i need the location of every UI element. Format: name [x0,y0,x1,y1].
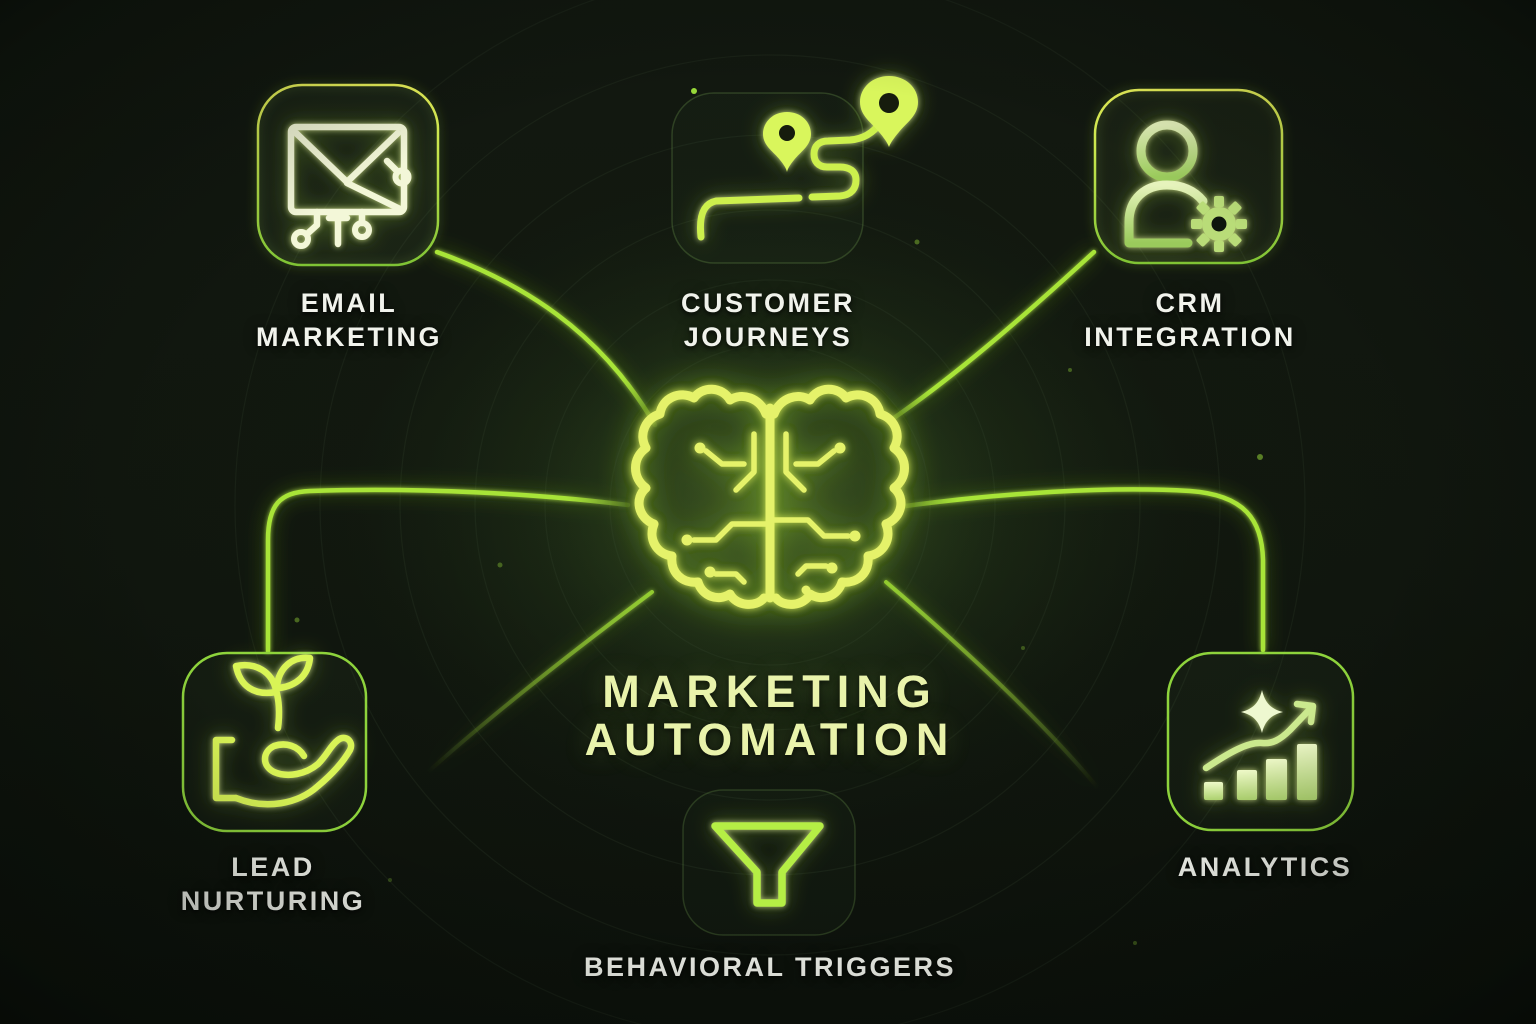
title-line-1: MARKETING [602,666,938,717]
label-line: INTEGRATION [1084,322,1296,352]
label-email-marketing: EMAIL MARKETING [256,286,442,354]
label-line: EMAIL [300,288,398,318]
page-title: MARKETING AUTOMATION [585,668,956,764]
label-line: CUSTOMER [680,288,856,318]
label-line: CRM [1155,288,1225,318]
label-line: MARKETING [256,322,442,352]
gear-glyph [1191,196,1247,252]
label-crm-integration: CRM INTEGRATION [1084,286,1296,354]
title-line-2: AUTOMATION [584,714,956,765]
label-line: ANALYTICS [1177,852,1353,882]
node-card-behavioral-triggers [682,789,856,936]
label-line: NURTURING [180,886,366,916]
label-line: LEAD [231,852,315,882]
label-line: JOURNEYS [683,322,853,352]
label-analytics: ANALYTICS [1178,850,1353,884]
label-behavioral-triggers: BEHAVIORAL TRIGGERS [584,950,956,984]
label-customer-journeys: CUSTOMER JOURNEYS [681,286,855,354]
node-card-crm-integration [1093,88,1284,265]
label-line: BEHAVIORAL TRIGGERS [583,952,957,982]
label-lead-nurturing: LEAD NURTURING [181,850,366,918]
